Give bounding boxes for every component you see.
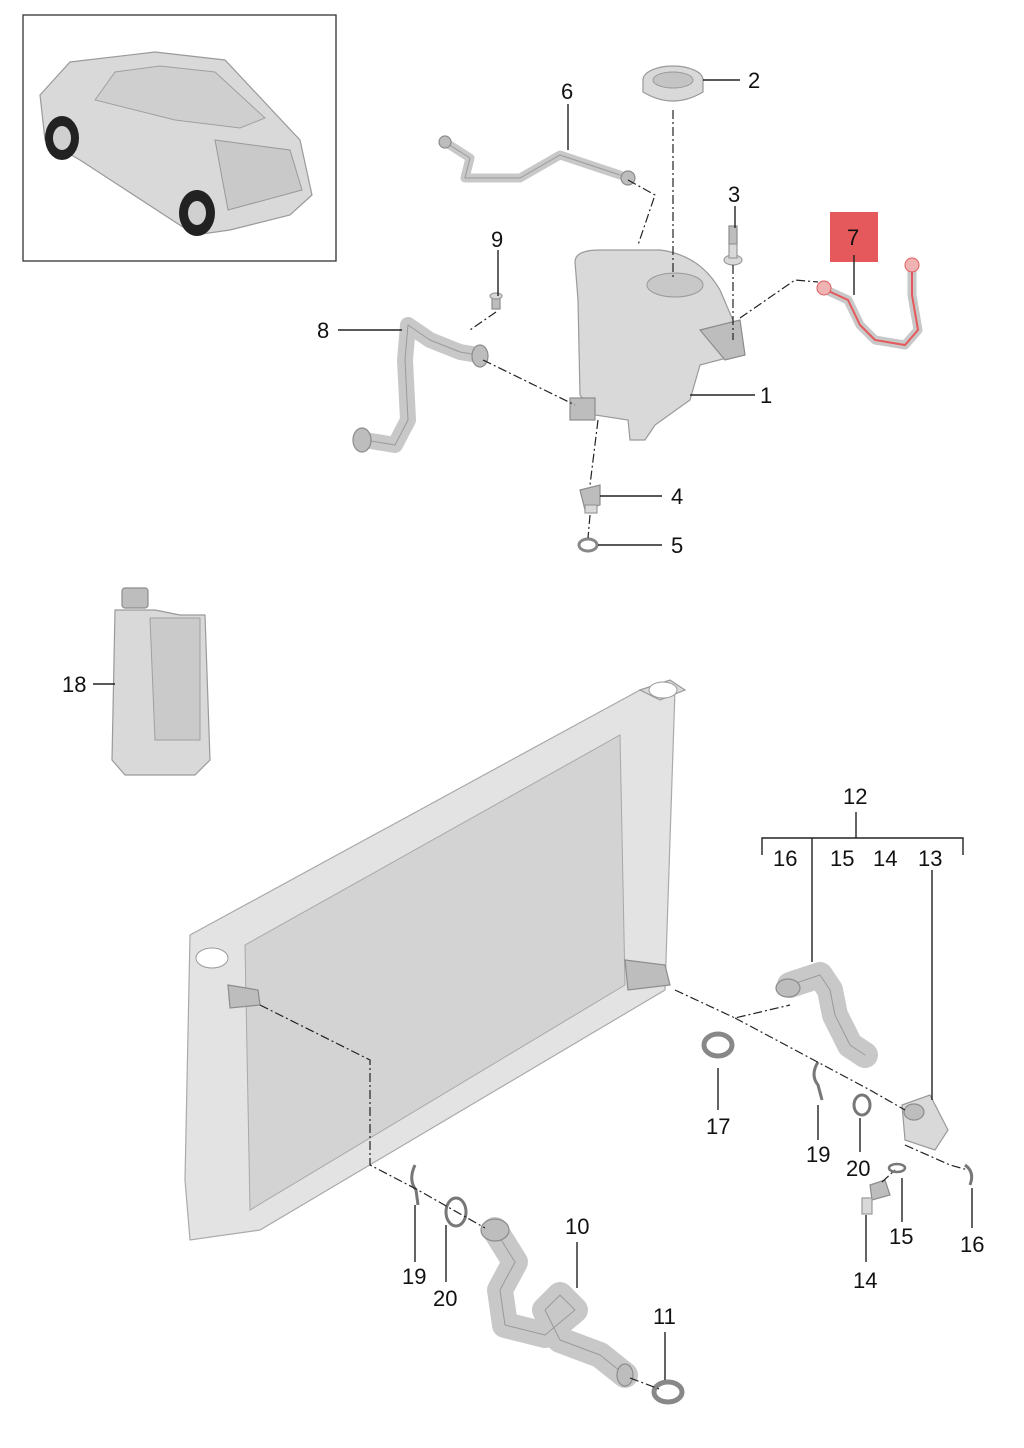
retaining-clip-19-left[interactable] bbox=[410, 1164, 420, 1206]
callout-3: 3 bbox=[728, 182, 740, 207]
connector-13[interactable] bbox=[901, 1094, 949, 1151]
callout-19-left: 19 bbox=[402, 1264, 426, 1289]
callout-15: 15 bbox=[889, 1224, 913, 1249]
expansion-tank[interactable] bbox=[569, 249, 746, 441]
callout-8: 8 bbox=[317, 318, 329, 343]
retaining-clip-19-right[interactable] bbox=[812, 1061, 824, 1101]
callout-20-left: 20 bbox=[433, 1286, 457, 1311]
callout-16: 16 bbox=[960, 1232, 984, 1257]
callout-9: 9 bbox=[491, 227, 503, 252]
screw-9[interactable] bbox=[489, 292, 503, 310]
coolant-bottle[interactable] bbox=[111, 587, 211, 776]
hose-clamp-17[interactable] bbox=[701, 1031, 735, 1059]
callout-5: 5 bbox=[671, 533, 683, 558]
callout-10: 10 bbox=[565, 1214, 589, 1239]
upper-radiator-hose[interactable] bbox=[775, 962, 878, 1068]
vehicle-thumbnail bbox=[22, 14, 337, 262]
callout-20-right: 20 bbox=[846, 1156, 870, 1181]
callout-labels: 2 6 3 9 8 1 4 5 7 18 12 16 15 14 13 17 1… bbox=[62, 68, 984, 1329]
expansion-tank-cap[interactable] bbox=[642, 65, 704, 102]
callout-18: 18 bbox=[62, 672, 86, 697]
callout-2: 2 bbox=[748, 68, 760, 93]
callout-14: 14 bbox=[853, 1268, 877, 1293]
callout-7: 7 bbox=[847, 225, 859, 250]
leader-lines bbox=[93, 79, 973, 1380]
o-ring-20-left[interactable] bbox=[444, 1196, 468, 1228]
level-sensor[interactable] bbox=[579, 484, 601, 514]
retaining-clip-16[interactable] bbox=[964, 1163, 974, 1186]
coolant-hose-8[interactable] bbox=[352, 317, 489, 453]
callout-12-sub-13: 13 bbox=[918, 846, 942, 871]
radiator[interactable] bbox=[184, 679, 687, 1241]
callout-19-right: 19 bbox=[806, 1142, 830, 1167]
temperature-sensor-14[interactable] bbox=[861, 1179, 891, 1215]
assembly-lines-lower bbox=[259, 989, 969, 1391]
highlight-marker bbox=[830, 212, 878, 262]
callout-12-sub-15: 15 bbox=[830, 846, 854, 871]
seal-ring-5[interactable] bbox=[577, 537, 599, 553]
hose-clamp-11[interactable] bbox=[651, 1379, 685, 1405]
callout-12-sub-14: 14 bbox=[873, 846, 897, 871]
screw-3[interactable] bbox=[723, 225, 743, 266]
callout-12-sub-16: 16 bbox=[773, 846, 797, 871]
callout-12: 12 bbox=[843, 784, 867, 809]
lower-radiator-hose[interactable] bbox=[480, 1217, 638, 1388]
callout-4: 4 bbox=[671, 484, 683, 509]
callout-1: 1 bbox=[760, 383, 772, 408]
assembly-lines-upper bbox=[469, 110, 819, 539]
o-ring-15[interactable] bbox=[887, 1162, 907, 1174]
callout-17: 17 bbox=[706, 1114, 730, 1139]
car-icon bbox=[39, 51, 313, 236]
vent-hose[interactable] bbox=[438, 135, 636, 186]
o-ring-20-right[interactable] bbox=[852, 1093, 872, 1117]
callout-11: 11 bbox=[653, 1304, 676, 1329]
coolant-pipe-highlighted[interactable] bbox=[816, 257, 923, 350]
callout-6: 6 bbox=[561, 79, 573, 104]
